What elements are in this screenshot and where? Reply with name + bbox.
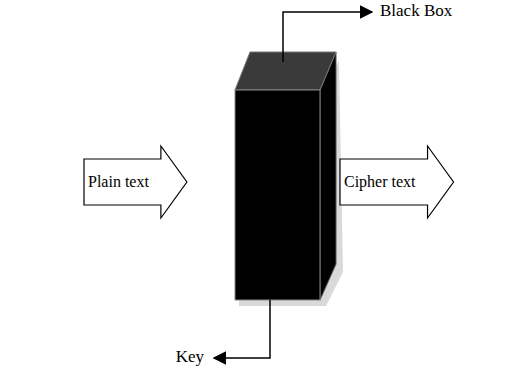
leader-line xyxy=(283,12,372,62)
block-arrow-outline xyxy=(340,146,454,218)
arrow-label: Cipher text xyxy=(344,173,416,191)
component-label: Black Box xyxy=(378,2,454,21)
leader-line xyxy=(214,300,270,358)
box-side xyxy=(320,52,336,300)
output-arrow: Cipher text xyxy=(340,146,454,218)
block-arrow-outline xyxy=(84,146,187,218)
box-top xyxy=(235,52,336,90)
input-label: Key xyxy=(174,348,206,367)
input-arrow: Plain text xyxy=(84,146,187,218)
arrow-label: Plain text xyxy=(88,173,149,191)
box-front xyxy=(235,90,320,300)
